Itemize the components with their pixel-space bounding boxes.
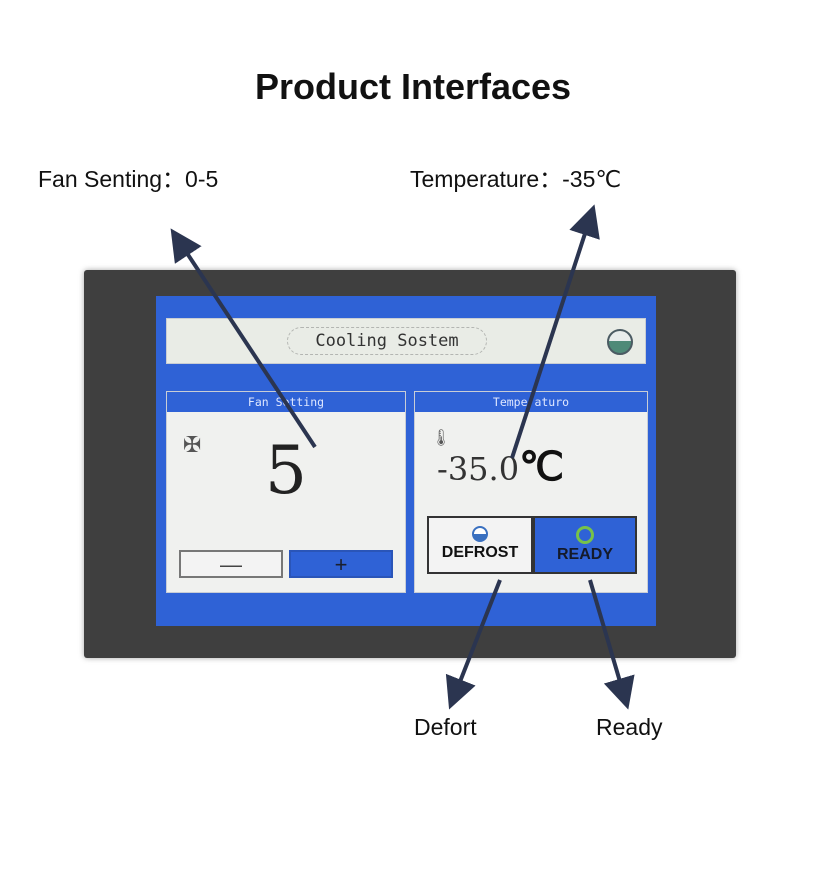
temperature-unit: ℃ bbox=[519, 445, 564, 489]
temperature-readout: -35.0℃ bbox=[437, 444, 564, 490]
fan-increase-button[interactable]: + bbox=[289, 550, 393, 578]
defrost-callout: Defort bbox=[414, 714, 477, 740]
fan-decrease-button[interactable]: — bbox=[179, 550, 283, 578]
defrost-icon bbox=[472, 526, 488, 542]
device-bezel: Cooling Sostem Fan Setting ✠ 5 — + Tempe… bbox=[84, 270, 736, 658]
temperature-callout: Temperature：-35℃ bbox=[410, 166, 622, 192]
fan-setting-panel: Fan Setting ✠ 5 — + bbox=[166, 391, 406, 593]
defrost-button-label: DEFROST bbox=[441, 544, 519, 561]
defrost-button[interactable]: DEFROST bbox=[427, 516, 533, 574]
header-bar: Cooling Sostem bbox=[166, 318, 646, 364]
ready-icon bbox=[576, 526, 594, 544]
fan-speed-value: 5 bbox=[265, 432, 307, 509]
temperature-panel-title: Tempe aturo bbox=[415, 392, 647, 412]
thermometer-icon: 🌡 bbox=[431, 430, 452, 447]
touch-screen: Cooling Sostem Fan Setting ✠ 5 — + Tempe… bbox=[156, 296, 656, 626]
page-title: Product Interfaces bbox=[254, 66, 572, 107]
ready-button-label: READY bbox=[556, 546, 613, 563]
ready-button[interactable]: READY bbox=[533, 516, 637, 574]
temperature-panel: Tempe aturo 🌡 -35.0℃ DEFROST READY bbox=[414, 391, 648, 593]
header-title: Cooling Sostem bbox=[167, 319, 607, 363]
status-indicator-icon bbox=[607, 329, 633, 355]
fan-setting-callout: Fan Senting：0-5 bbox=[38, 166, 219, 192]
ready-callout: Ready bbox=[596, 714, 663, 740]
fan-panel-title: Fan Setting bbox=[167, 392, 405, 412]
temperature-value: -35.0 bbox=[437, 450, 520, 488]
